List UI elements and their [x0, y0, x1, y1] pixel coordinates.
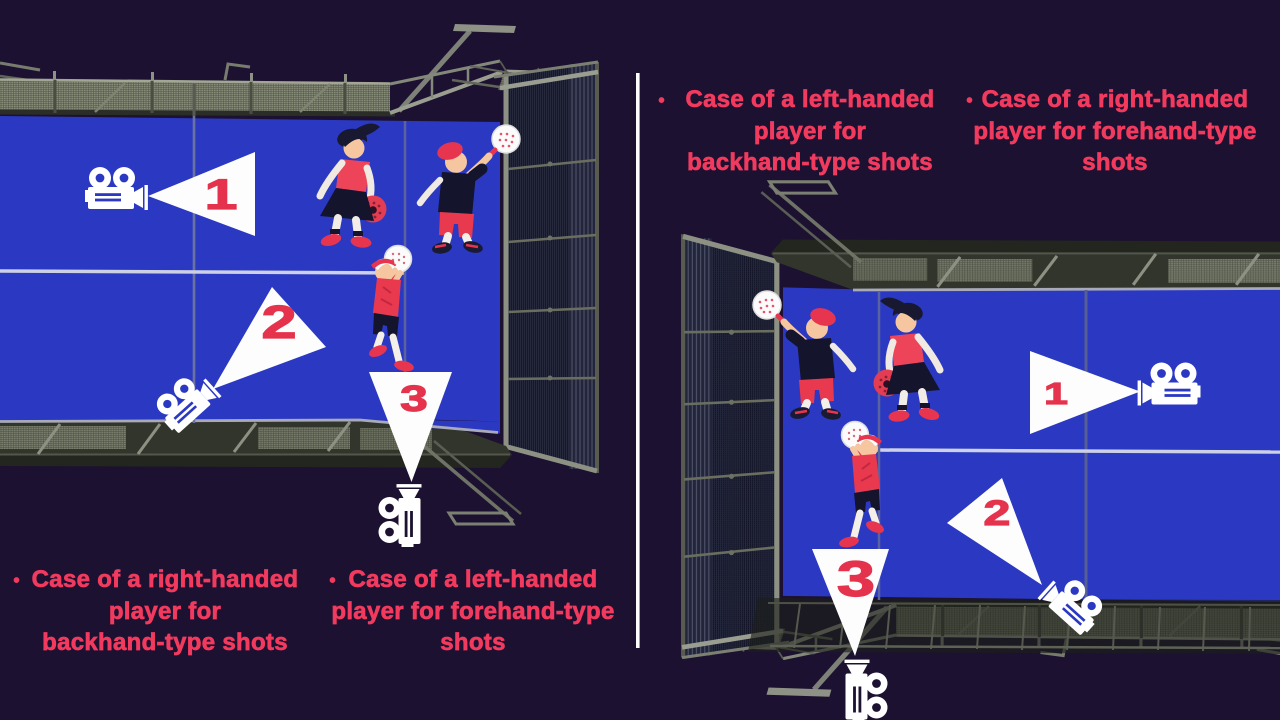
svg-text:1: 1 [1044, 376, 1068, 411]
svg-text:2: 2 [984, 493, 1011, 532]
svg-text:1: 1 [205, 170, 238, 218]
svg-text:3: 3 [837, 550, 875, 606]
svg-text:2: 2 [261, 297, 296, 348]
svg-text:3: 3 [400, 379, 428, 419]
